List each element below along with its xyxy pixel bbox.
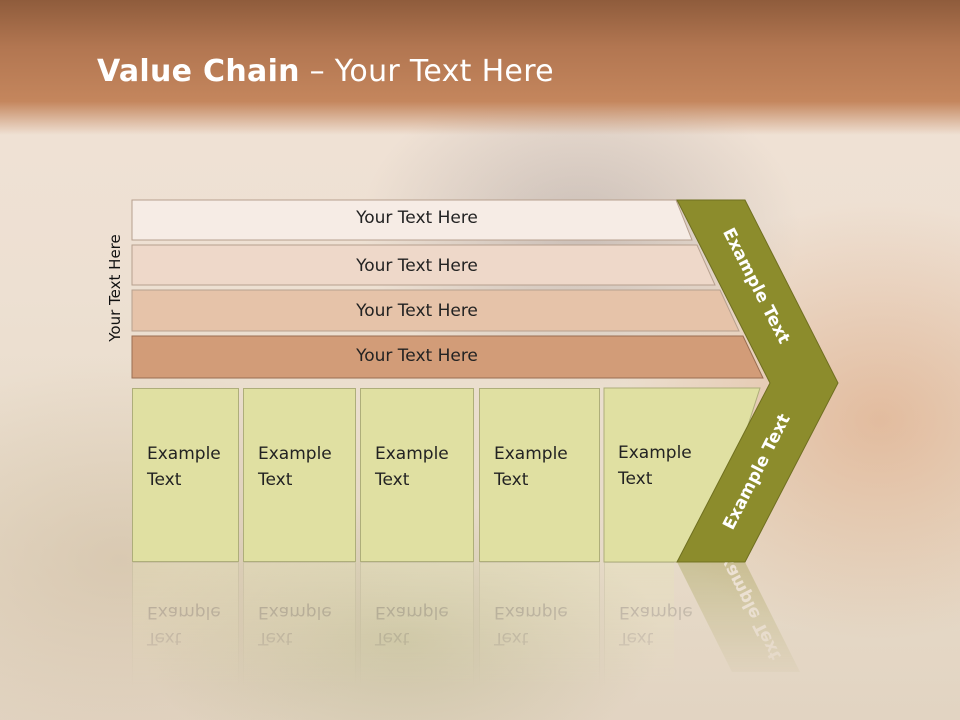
bar-2-label: Your Text Here: [356, 256, 478, 276]
chevron-arrow: [676, 199, 839, 563]
box-1-line2: Text: [147, 470, 182, 490]
box-5-line1: Example: [618, 443, 692, 463]
bar-4: [131, 335, 764, 379]
bar-2: [131, 244, 716, 286]
title-rest: – Your Text Here: [299, 54, 554, 89]
box-3-line1: Example: [375, 444, 449, 464]
box-2-line2: Text: [258, 470, 293, 490]
bar-4-label: Your Text Here: [356, 346, 478, 366]
box-5-line2: Text: [618, 469, 653, 489]
title-bold: Value Chain: [97, 54, 300, 89]
slide-title: Value Chain – Your Text Here: [97, 54, 554, 89]
box-2-line1: Example: [258, 444, 332, 464]
box-1-line1: Example: [147, 444, 221, 464]
box-4-line1: Example: [494, 444, 568, 464]
bar-3-label: Your Text Here: [356, 301, 478, 321]
box-3-line2: Text: [375, 470, 410, 490]
bar-3: [131, 289, 740, 332]
title-band: [0, 0, 960, 135]
box-4-line2: Text: [494, 470, 529, 490]
bar-1: [131, 199, 693, 241]
bar-1-label: Your Text Here: [356, 208, 478, 228]
